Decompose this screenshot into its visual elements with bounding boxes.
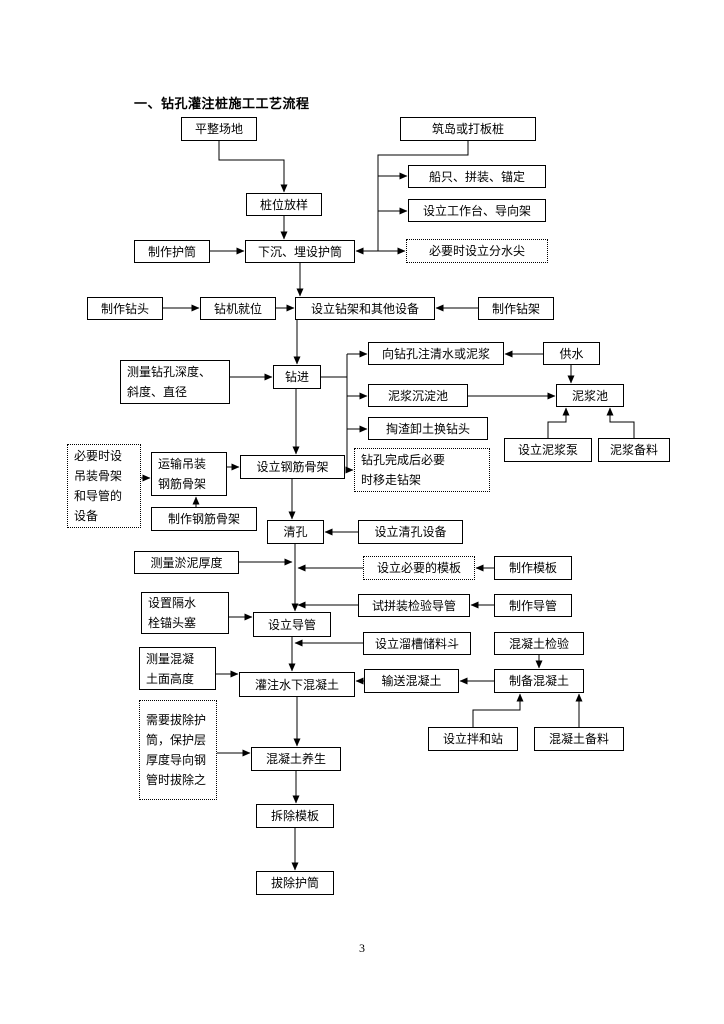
node-necessary-formwork: 设立必要的模板 [363, 556, 475, 580]
node-measure-silt: 测量淤泥厚度 [134, 551, 239, 574]
connector-lines [141, 141, 635, 871]
node-drilling: 钻进 [273, 365, 321, 389]
node-setup-cage: 设立钢筋骨架 [240, 455, 345, 479]
node-transport-cage: 运输吊装 钢筋骨架 [151, 452, 227, 496]
node-move-rig-note: 钻孔完成后必要 时移走钻架 [354, 448, 490, 492]
node-mud-material: 泥浆备料 [598, 438, 670, 462]
node-measure-hole: 测量钻孔深度、 斜度、直径 [120, 360, 230, 404]
node-water-plug: 设置隔水 栓锚头塞 [141, 592, 229, 634]
node-remove-formwork: 拆除模板 [256, 804, 334, 828]
node-pile-layout: 桩位放样 [246, 193, 322, 216]
node-mixing-station: 设立拌和站 [428, 727, 518, 751]
node-casing-note: 需要拔除护 筒，保护层 厚度导向钢 管时拔除之 [139, 700, 217, 800]
node-level-site: 平整场地 [181, 117, 257, 141]
node-remove-casing: 拔除护筒 [256, 871, 334, 895]
node-measure-concrete: 测量混凝 土面高度 [139, 647, 216, 690]
node-make-casing: 制作护筒 [134, 240, 210, 263]
node-make-formwork: 制作模板 [494, 556, 572, 580]
node-hoist-note: 必要时设 吊装骨架 和导管的 设备 [67, 444, 141, 528]
node-prepare-concrete: 制备混凝土 [494, 669, 584, 693]
node-rig-in-place: 钻机就位 [200, 297, 276, 320]
node-concrete-test: 混凝土检验 [494, 632, 584, 655]
node-make-rig: 制作钻架 [478, 297, 554, 320]
node-boats-assemble-anchor: 船只、拼装、锚定 [408, 165, 546, 188]
node-concrete-material: 混凝土备料 [534, 727, 624, 751]
node-make-pipe: 制作导管 [494, 594, 572, 617]
node-make-cage: 制作钢筋骨架 [151, 507, 257, 531]
node-transport-concrete: 输送混凝土 [364, 669, 459, 693]
node-mud-pool: 泥浆池 [556, 384, 624, 407]
flowchart-title: 一、钻孔灌注桩施工工艺流程 [134, 96, 310, 111]
node-concrete-curing: 混凝土养生 [251, 747, 341, 771]
node-build-island: 筑岛或打板桩 [400, 117, 536, 141]
node-inject-water-mud: 向钻孔注清水或泥浆 [368, 342, 504, 365]
node-make-drill-bit: 制作钻头 [87, 297, 163, 320]
node-water-supply: 供水 [543, 342, 600, 365]
node-work-platform: 设立工作台、导向架 [408, 199, 546, 222]
node-pour-concrete: 灌注水下混凝土 [239, 672, 355, 697]
page-number: 3 [359, 941, 365, 955]
node-test-pipe: 试拼装检验导管 [358, 594, 470, 617]
node-sink-casing: 下沉、埋设护筒 [245, 240, 355, 263]
node-sediment-pool: 泥浆沉淀池 [368, 384, 468, 407]
node-mud-pump: 设立泥浆泵 [504, 438, 592, 462]
node-water-splitter: 必要时设立分水尖 [406, 239, 548, 263]
node-clean-equipment: 设立清孔设备 [358, 520, 463, 544]
node-setup-pipe: 设立导管 [253, 612, 331, 637]
node-clean-hole: 清孔 [267, 520, 324, 544]
node-chute-hopper: 设立溜槽储料斗 [363, 632, 471, 655]
node-remove-slag: 掏渣卸土换钻头 [368, 417, 488, 440]
node-setup-rig-equipment: 设立钻架和其他设备 [295, 297, 435, 320]
